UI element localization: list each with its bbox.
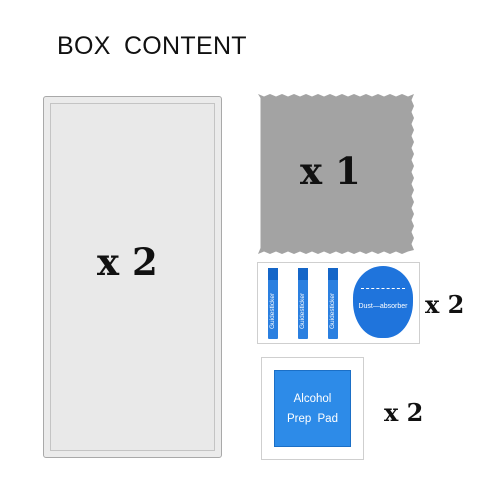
dust-absorber-label: Dust—absorber — [358, 303, 408, 310]
guide-sticker-tab — [268, 268, 278, 280]
page-title: BOX CONTENT — [57, 32, 247, 60]
guide-sticker-tab — [298, 268, 308, 280]
dust-absorber-fold-line — [361, 288, 405, 289]
screen-protector-quantity: x 2 — [97, 240, 158, 284]
cleaning-cloth-illustration — [258, 94, 414, 254]
screen-protector-inner-edge — [50, 103, 215, 451]
cleaning-cloth-quantity: x 1 — [300, 149, 361, 193]
sticker-set-card: Guidesticker Guidesticker Guidesticker D… — [257, 262, 420, 344]
guide-sticker-label: Guidesticker — [299, 292, 306, 330]
alcohol-pad-quantity: x 2 — [384, 398, 424, 427]
sticker-set-quantity: x 2 — [425, 290, 465, 319]
dust-absorber-sticker: Dust—absorber — [353, 266, 413, 338]
alcohol-pad-label-line1: Alcohol — [293, 393, 332, 405]
screen-protector-illustration — [43, 96, 222, 458]
guide-sticker-tab — [328, 268, 338, 280]
guide-sticker-strip: Guidesticker — [298, 268, 308, 339]
guide-sticker-label: Guidesticker — [329, 292, 336, 330]
alcohol-pad: Alcohol Prep Pad — [274, 370, 351, 447]
guide-sticker-strip: Guidesticker — [268, 268, 278, 339]
alcohol-pad-card: Alcohol Prep Pad — [261, 357, 364, 460]
guide-sticker-strip: Guidesticker — [328, 268, 338, 339]
cleaning-cloth-shape — [258, 94, 414, 254]
guide-sticker-label: Guidesticker — [269, 292, 276, 330]
alcohol-pad-label-line2: Prep Pad — [287, 413, 338, 425]
